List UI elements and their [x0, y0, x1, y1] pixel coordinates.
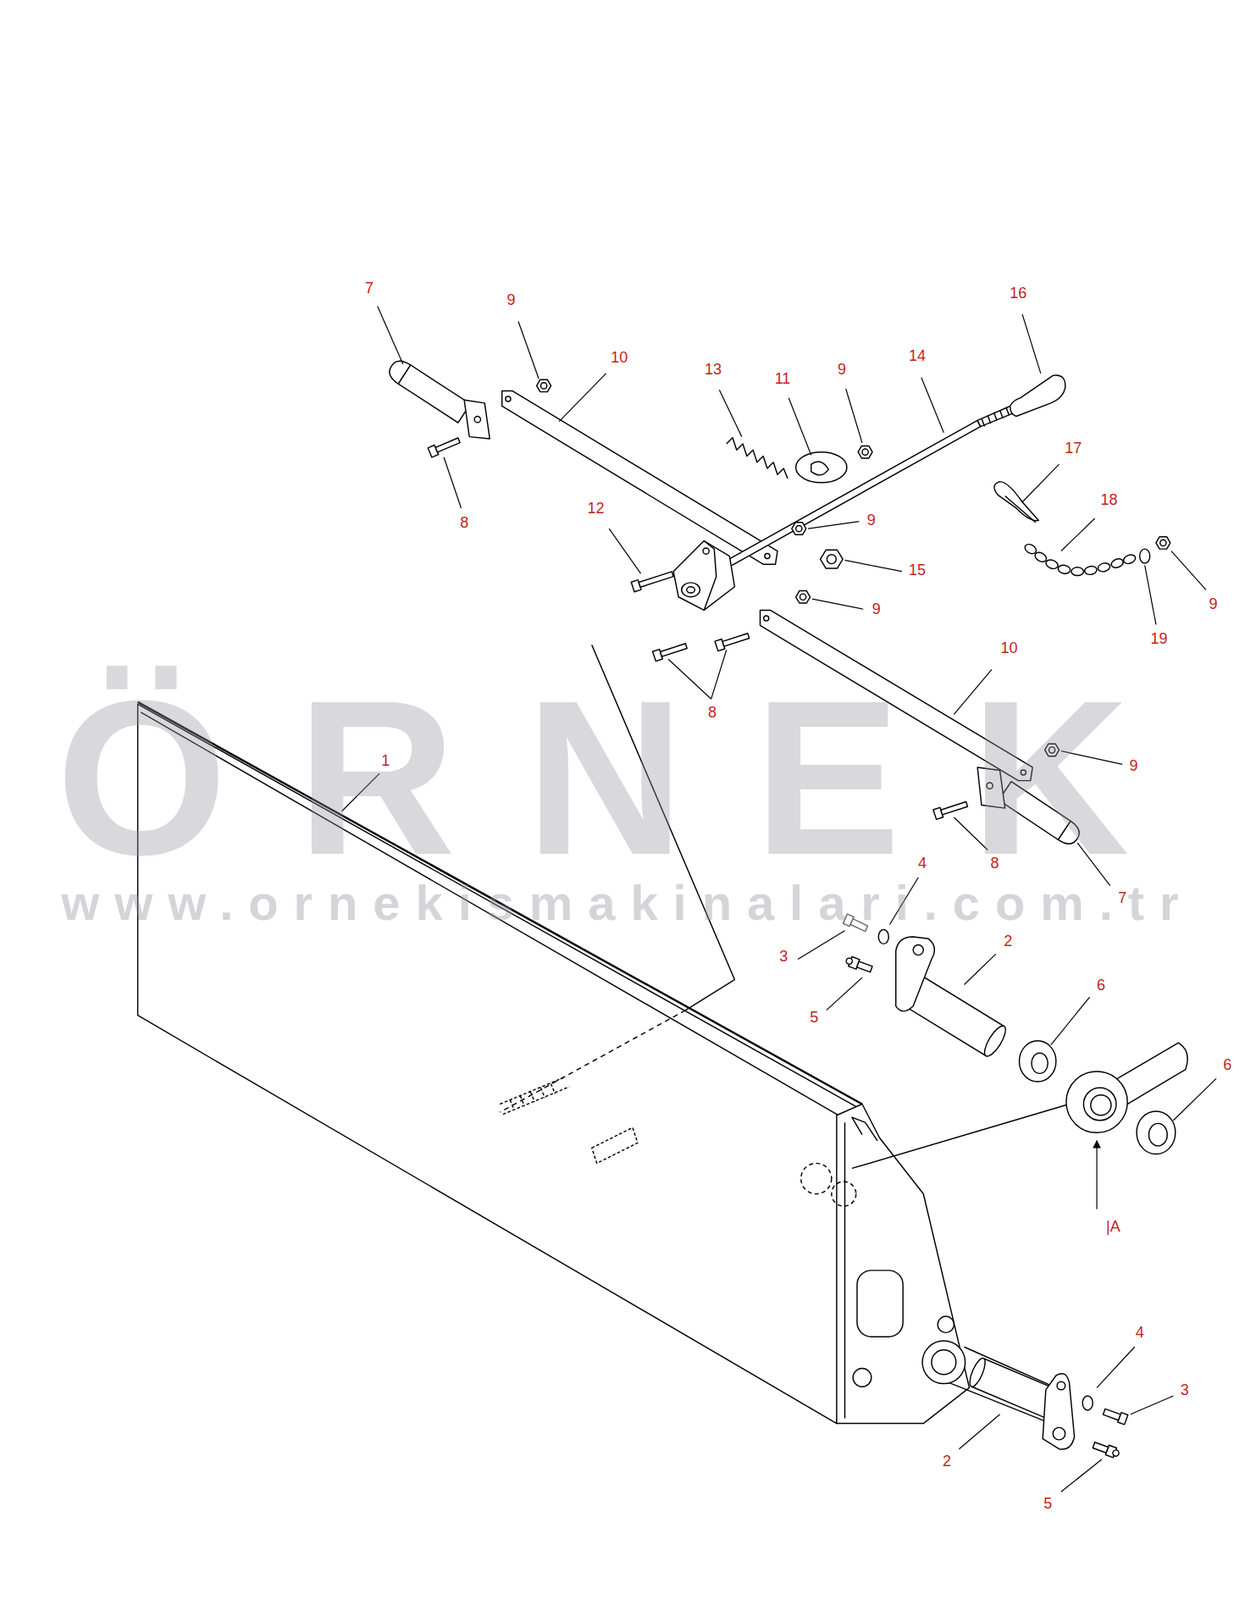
callout-number: 16	[1009, 285, 1027, 301]
callout-number: 11	[774, 370, 792, 387]
callout-number: 10	[1000, 640, 1018, 656]
callout-number: 9	[1128, 758, 1138, 774]
callout-number: 14	[908, 348, 926, 364]
callout-number: 2	[1003, 933, 1013, 949]
callout-number: 8	[708, 704, 717, 720]
callout-number: 10	[610, 349, 628, 366]
callout-number: 9	[867, 512, 876, 528]
watermark: ÖRNEK	[55, 667, 1199, 888]
callout-number: 9	[507, 292, 516, 308]
callout-number: 8	[990, 855, 1000, 871]
callout-number: 19	[1150, 630, 1168, 647]
callout-number: 5	[809, 1009, 819, 1025]
callout-number: 9	[837, 361, 847, 377]
callout-number: 5	[1043, 1495, 1052, 1511]
callout-number: 6	[1222, 1056, 1232, 1073]
watermark: www.ornekismakinalari.com.tr	[60, 878, 1194, 928]
callout-number: 15	[908, 562, 926, 578]
callout-number: 12	[587, 500, 605, 516]
callout-number: 7	[1117, 890, 1127, 906]
callout-number: 7	[365, 280, 374, 296]
callout-number: 6	[1096, 977, 1106, 993]
callout-number: 9	[872, 601, 881, 617]
callout-number: 17	[1064, 440, 1082, 456]
callout-number: |A	[1106, 1218, 1121, 1234]
callout-number: 9	[1208, 596, 1218, 612]
callout-number: 3	[1180, 1382, 1190, 1398]
callout-number: 8	[459, 514, 469, 531]
callout-number: 13	[704, 361, 722, 377]
callout-number: 18	[1101, 492, 1118, 508]
callout-number: 3	[779, 948, 788, 964]
callout-number: 2	[942, 1453, 952, 1469]
callout-number: 4	[918, 855, 927, 871]
callout-number: 4	[1135, 1324, 1145, 1340]
callout-number: 1	[381, 752, 390, 769]
